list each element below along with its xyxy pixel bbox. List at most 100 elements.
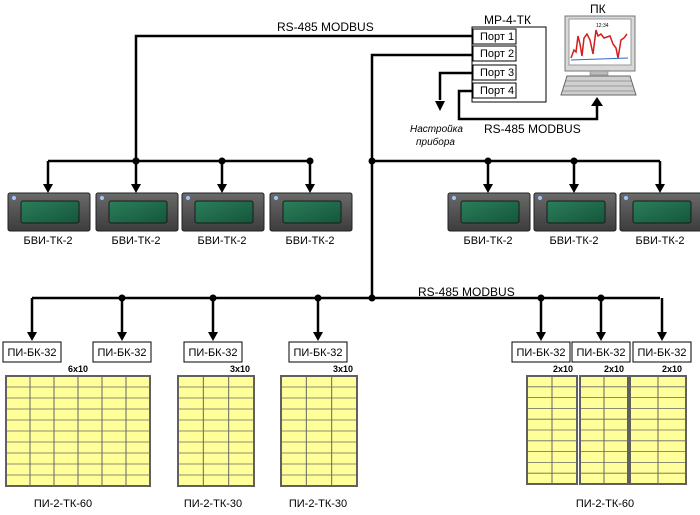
- panel-4-grid-3: [629, 375, 687, 485]
- setup-arrow-head: [435, 101, 445, 111]
- pibk-junction-4: [314, 294, 322, 302]
- pibk-box: [511, 341, 571, 363]
- mr-port-1-label: Порт 1: [480, 31, 514, 43]
- bvi-led: [538, 196, 542, 200]
- bus-label-top: RS-485 MODBUS: [277, 20, 374, 34]
- bvi-screen: [632, 200, 692, 224]
- bvi-junction-top: [132, 157, 140, 165]
- bvi-led: [452, 196, 456, 200]
- pibk-box: [571, 341, 631, 363]
- panel-3-grid: [280, 375, 358, 487]
- pibk-devices: ПИ-БК-32 ПИ-БК-32 ПИ-БК-32 ПИ-БК-32 ПИ-БК-32…: [2, 341, 692, 363]
- bvi-label: БВИ-ТК-2: [111, 235, 160, 247]
- bus-label-bottom: RS-485 MODBUS: [418, 285, 515, 299]
- pibk-label: ПИ-БК-32: [97, 347, 146, 359]
- bvi-arrow-1-head: [43, 184, 53, 193]
- pibk-label: ПИ-БК-32: [576, 347, 625, 359]
- panels: 6x10ПИ-2-ТК-603x10ПИ-2-ТК-303x10ПИ-2-ТК-…: [5, 364, 687, 510]
- pc-computer: ПК 12:34: [560, 2, 637, 96]
- panel-3-label: ПИ-2-ТК-30: [289, 498, 347, 510]
- pibk-junction-2: [118, 294, 126, 302]
- panel-3-dims: 3x10: [333, 364, 353, 374]
- pibk-junction-3: [209, 294, 217, 302]
- bus-junctions: [118, 157, 605, 302]
- bvi-screen: [282, 200, 342, 224]
- mr-port-1: [472, 28, 517, 45]
- setup-label-line1: Настройка: [410, 124, 463, 135]
- pibk-label: ПИ-БК-32: [188, 347, 237, 359]
- pc-stand: [589, 70, 609, 76]
- bvi-junction-4: [306, 157, 314, 165]
- mr-port-3: [472, 64, 517, 81]
- panel-2-grid: [177, 375, 255, 487]
- pibk-device-6: ПИ-БК-32: [571, 341, 631, 363]
- bvi-arrow-5-head: [483, 184, 493, 193]
- pibk-label: ПИ-БК-32: [7, 347, 56, 359]
- mr-title: МР-4-ТК: [484, 13, 531, 27]
- panel-4-grid-1: [526, 375, 578, 485]
- bvi-arrow-3-head: [217, 184, 227, 193]
- pibk-label: ПИ-БК-32: [516, 347, 565, 359]
- bvi-junction-5: [484, 157, 492, 165]
- setup-label-line2: прибора: [416, 136, 455, 148]
- pc-screen-graph: [570, 29, 628, 59]
- bvi-led: [12, 196, 16, 200]
- bvi-label: БВИ-ТК-2: [197, 235, 246, 247]
- bvi-label: БВИ-ТК-2: [635, 235, 684, 247]
- bvi-led: [100, 196, 104, 200]
- bvi-led: [624, 196, 628, 200]
- pibk-device-7: ПИ-БК-32: [632, 341, 692, 363]
- pibk-arrow-5-head: [536, 332, 546, 341]
- bvi-label: БВИ-ТК-2: [23, 235, 72, 247]
- pibk-device-3: ПИ-БК-32: [183, 341, 243, 363]
- bvi-screen: [546, 200, 606, 224]
- pibk-device-5: ПИ-БК-32: [511, 341, 571, 363]
- bvi-screen: [460, 200, 520, 224]
- bvi-device-5: БВИ-ТК-2: [447, 192, 531, 247]
- bvi-devices: БВИ-ТК-2 БВИ-ТК-2 БВИ-ТК-2 БВИ-ТК-2 БВИ-ТК-2…: [7, 192, 700, 247]
- bus-arrows: [27, 97, 667, 341]
- pibk-device-4: ПИ-БК-32: [288, 341, 348, 363]
- bus-port3-line: [438, 71, 472, 100]
- bvi-device-2: БВИ-ТК-2: [95, 192, 179, 247]
- pc-label: ПК: [590, 2, 606, 16]
- panel-4-dims-2: 2x10: [604, 364, 624, 374]
- bvi-label: БВИ-ТК-2: [285, 235, 334, 247]
- panel-4-dims-3: 2x10: [662, 364, 682, 374]
- mr-port-2: [472, 45, 517, 62]
- pibk-label: ПИ-БК-32: [293, 347, 342, 359]
- pibk-device-2: ПИ-БК-32: [92, 341, 152, 363]
- pibk-junction-5: [537, 294, 545, 302]
- bus-port2-line: [370, 53, 472, 298]
- pibk-box: [288, 341, 348, 363]
- bvi-device-1: БВИ-ТК-2: [7, 192, 91, 247]
- pibk-box: [632, 341, 692, 363]
- pibk-arrow-1-head: [27, 332, 37, 341]
- panel-4-label: ПИ-2-ТК-60: [576, 498, 634, 510]
- bvi-arrow-2-head: [131, 184, 141, 193]
- pc-screen-graph-2: [570, 57, 629, 61]
- pc-keyboard: [560, 75, 637, 96]
- bvi-junction-6: [570, 157, 578, 165]
- pibk-arrow-3-head: [208, 332, 218, 341]
- bvi-arrow-7-head: [655, 184, 665, 193]
- mr-port-4: [472, 82, 517, 99]
- bus-port4-line: [457, 89, 599, 121]
- bvi-device-4: БВИ-ТК-2: [269, 192, 353, 247]
- pibk-arrow-7-head: [657, 332, 667, 341]
- pibk-device-1: ПИ-БК-32: [2, 341, 62, 363]
- panel-2-dims: 3x10: [230, 364, 250, 374]
- panel-1-grid: [5, 375, 151, 487]
- bvi-device-3: БВИ-ТК-2: [181, 192, 265, 247]
- bvi-junction-3: [218, 157, 226, 165]
- pc-screen-text: 12:34: [596, 23, 609, 29]
- bvi-arrow-6-head: [569, 184, 579, 193]
- bvi-label: БВИ-ТК-2: [549, 235, 598, 247]
- bus-label-pc: RS-485 MODBUS: [484, 122, 581, 136]
- bvi-label: БВИ-ТК-2: [463, 235, 512, 247]
- mr-port-3-label: Порт 3: [480, 67, 514, 79]
- bvi-led: [186, 196, 190, 200]
- pibk-label: ПИ-БК-32: [637, 347, 686, 359]
- pibk-arrow-4-head: [313, 332, 323, 341]
